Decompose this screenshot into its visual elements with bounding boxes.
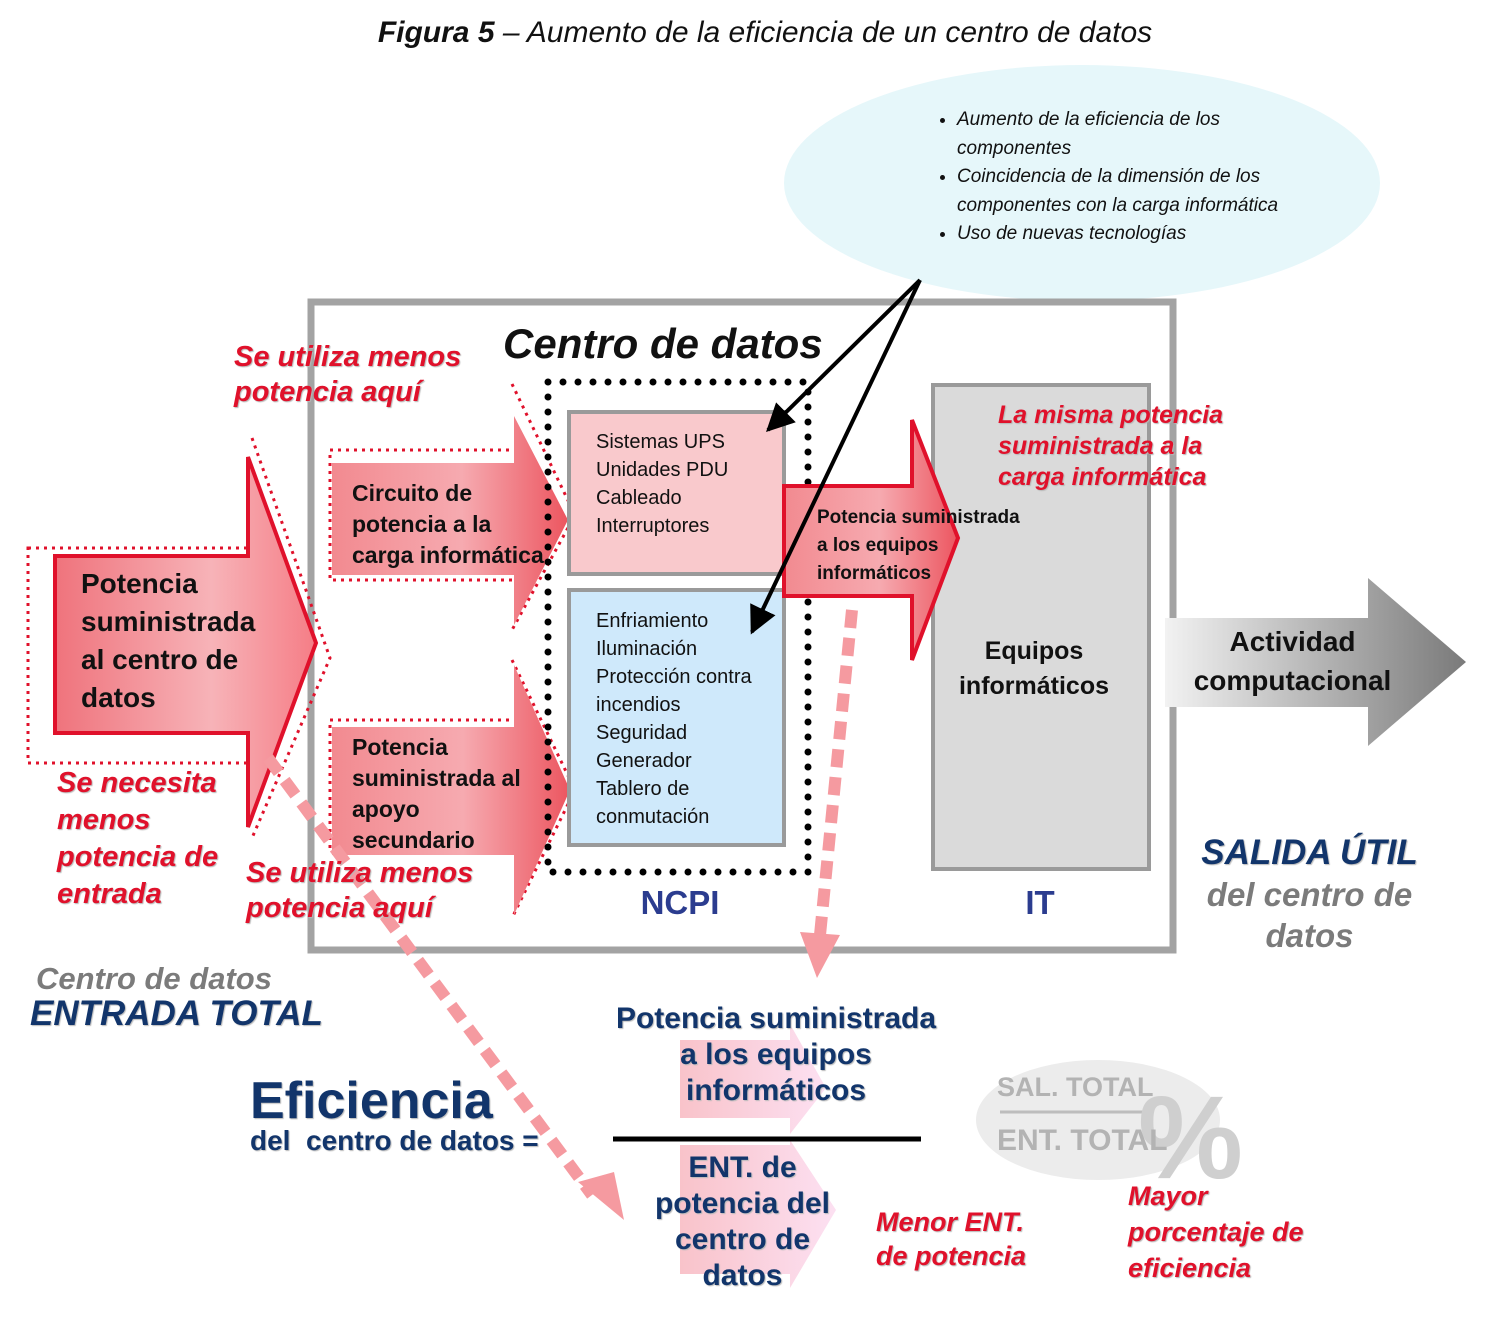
- entrada-line1: Centro de datos: [36, 961, 272, 996]
- menor-ent-label: Menor ENT. de potencia: [876, 1207, 1027, 1271]
- benefits-ellipse: [784, 65, 1380, 301]
- less-input-label: Se necesita menos potencia de entrada: [57, 767, 219, 910]
- ups-item: Sistemas UPS: [596, 431, 725, 453]
- ups-list: Sistemas UPS Unidades PDU Cableado Inter…: [596, 428, 776, 540]
- same-power-label: La misma potencia suministrada a la carg…: [998, 401, 1224, 491]
- secondary-arrow: [332, 665, 570, 915]
- circuit-text: Circuito de potencia a la carga informát…: [352, 480, 544, 568]
- cooling-item: Protección contra incendios: [596, 666, 752, 716]
- ups-item: Interruptores: [596, 515, 710, 537]
- entrada-line2: ENTRADA TOTAL: [30, 994, 323, 1033]
- numerator-shade: [680, 1024, 826, 1134]
- benefit-item: Aumento de la eficiencia de los componen…: [957, 106, 1297, 163]
- formula-numerator: Potencia suministrada a los equipos info…: [615, 1002, 937, 1107]
- pink-dashed-arrow-left: [263, 754, 597, 1199]
- cooling-item: Generador: [596, 750, 692, 772]
- pink-arrowhead-left: [578, 1172, 624, 1220]
- ups-item: Cableado: [596, 487, 682, 509]
- output-text: Actividad computacional: [1193, 626, 1392, 696]
- figure-title: Figura 5 – Aumento de la eficiencia de u…: [0, 16, 1492, 50]
- cooling-item: Seguridad: [596, 722, 688, 744]
- salida-line1: SALIDA ÚTIL: [1201, 833, 1418, 872]
- input-power-text: Potencia suministrada al centro de datos: [81, 568, 256, 713]
- denominator-shade: [680, 1140, 836, 1288]
- circuit-arrow: [332, 416, 568, 625]
- black-arrow-to-cooling: [750, 279, 922, 635]
- it-box: [931, 383, 1151, 871]
- sal-total-label: SAL. TOTAL: [997, 1072, 1154, 1102]
- it-equipment-label: Equipos informáticos: [958, 637, 1110, 700]
- less-power-top-label: Se utiliza menos potencia aquí: [234, 341, 462, 408]
- black-arrow-to-ups: [766, 278, 922, 432]
- cooling-list: Enfriamiento Iluminación Protección cont…: [596, 607, 776, 831]
- pink-dashed-arrow-right: [814, 609, 858, 936]
- input-arrow-dotted-head: [250, 437, 332, 839]
- figure-label: Figura 5: [377, 16, 495, 49]
- ups-item: Unidades PDU: [596, 459, 729, 481]
- cooling-item: Enfriamiento: [596, 610, 709, 632]
- less-power-bottom-label: Se utiliza menos potencia aquí: [246, 857, 474, 924]
- ncpi-label: NCPI: [640, 884, 720, 921]
- salida-line2: del centro de datos: [1206, 876, 1413, 954]
- mayor-porcentaje-label: Mayor porcentaje de eficiencia: [1128, 1181, 1304, 1283]
- pink-arrowhead-right: [800, 932, 840, 978]
- cooling-box: [567, 588, 786, 847]
- formula-denominator: ENT. de potencia del centro de datos: [654, 1151, 831, 1292]
- benefit-item: Uso de nuevas tecnologías: [957, 220, 1297, 249]
- figure-title-text: – Aumento de la eficiencia de un centro …: [494, 16, 1153, 49]
- eficiencia-title: Eficiencia: [250, 1072, 493, 1130]
- cooling-item: Tablero de conmutación: [596, 778, 710, 828]
- percent-ellipse: [976, 1060, 1220, 1180]
- entrada-total-label: Centro de datos ENTRADA TOTAL: [30, 962, 370, 1032]
- input-power-arrow: [53, 456, 319, 828]
- benefits-list: Aumento de la eficiencia de los componen…: [912, 106, 1297, 249]
- ups-box: [567, 410, 786, 576]
- cooling-item: Iluminación: [596, 638, 698, 660]
- it-power-arrow: [782, 419, 961, 661]
- output-arrow: [1165, 578, 1466, 746]
- it-label: IT: [1025, 884, 1055, 921]
- secondary-text: Potencia suministrada al apoyo secundari…: [352, 734, 521, 853]
- percent-symbol: %: [1138, 1072, 1243, 1204]
- ent-total-label: ENT. TOTAL: [997, 1124, 1168, 1157]
- eficiencia-subtitle: del centro de datos =: [250, 1125, 539, 1156]
- salida-util-label: SALIDA ÚTIL del centro de datos: [1192, 832, 1427, 956]
- benefit-item: Coincidencia de la dimensión de los comp…: [957, 163, 1297, 220]
- it-power-text: Potencia suministrada a los equipos info…: [817, 507, 1020, 584]
- datacenter-title: Centro de datos: [503, 320, 823, 362]
